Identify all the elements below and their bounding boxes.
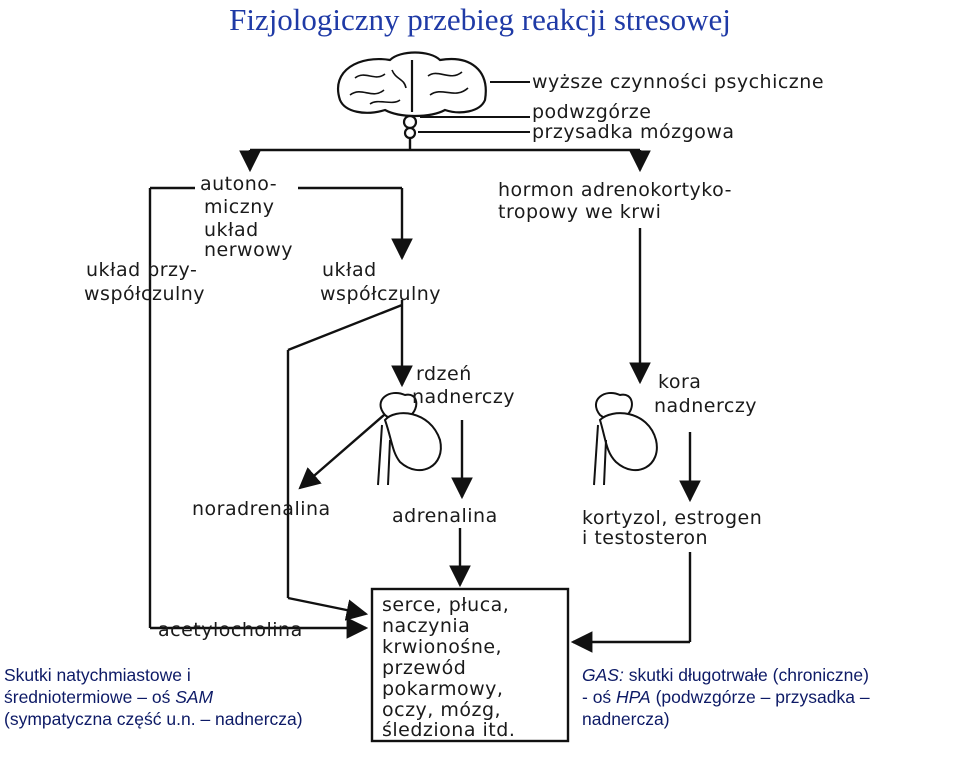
left-note-line3: (sympatyczna część u.n. – nadnercza)	[4, 709, 303, 729]
right-note-line2: - oś HPA (podwzgórze – przysadka –	[582, 687, 870, 707]
label-pituitary: przysadka mózgowa	[532, 121, 735, 143]
left-note-line2: średniotermiowe – oś SAM	[4, 687, 214, 707]
label-parasympathetic: układ przy- współczulny	[84, 259, 205, 305]
label-acth: hormon adrenokortyko- tropowy we krwi	[498, 179, 738, 223]
left-note-line1: Skutki natychmiastowe i	[4, 665, 191, 685]
right-note-line3: nadnercza)	[582, 709, 670, 729]
label-hypothalamus: podwzgórze	[532, 101, 651, 123]
right-note-hpa-axis: GAS: skutki długotrwałe (chroniczne) - o…	[582, 664, 870, 730]
target-organs-box	[370, 587, 570, 743]
label-sympathetic: układ współczulny	[320, 259, 441, 305]
label-autonomic-nervous-system: autono- miczny układ nerwowy	[200, 173, 293, 261]
label-adrenaline: adrenalina	[392, 505, 498, 527]
label-acetylcholine: acetylocholina	[158, 619, 303, 641]
brain-icon	[337, 51, 487, 140]
label-adrenal-cortex: kora nadnerczy	[654, 371, 757, 417]
label-hormones: kortyzol, estrogen i testosteron	[582, 507, 769, 549]
label-adrenal-medulla: rdzeń nadnerczy	[412, 363, 515, 408]
right-note-line1: GAS: skutki długotrwałe (chroniczne)	[582, 665, 869, 685]
label-higher-functions: wyższe czynności psychiczne	[532, 71, 824, 93]
label-noradrenaline: noradrenalina	[192, 498, 331, 520]
adrenal-gland-cortex-icon	[593, 392, 658, 486]
left-note-sam-axis: Skutki natychmiastowe i średniotermiowe …	[4, 664, 303, 730]
slide-title: Fizjologiczny przebieg reakcji stresowej	[229, 2, 731, 37]
adrenal-gland-medulla-icon	[377, 392, 442, 486]
label-target-organs: serce, płuca, naczynia krwionośne, przew…	[382, 594, 516, 741]
